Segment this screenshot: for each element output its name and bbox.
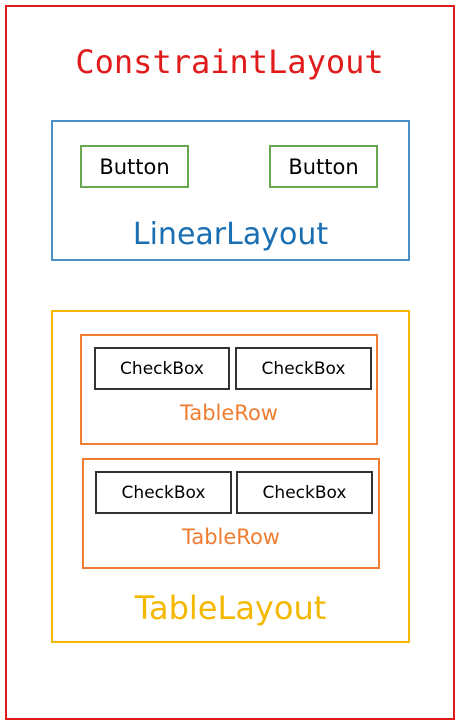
linear-layout-box xyxy=(51,120,410,261)
table-row-box-2 xyxy=(82,458,380,569)
table-layout-box xyxy=(51,310,410,643)
table-row-label-1: TableRow xyxy=(180,401,278,425)
checkbox-1[interactable]: CheckBox xyxy=(94,347,230,390)
table-row-box-1 xyxy=(80,334,378,445)
button-2[interactable]: Button xyxy=(269,145,378,188)
checkbox-4[interactable]: CheckBox xyxy=(236,471,373,514)
checkbox-3[interactable]: CheckBox xyxy=(95,471,232,514)
table-row-label-2: TableRow xyxy=(182,525,280,549)
table-layout-label: TableLayout xyxy=(134,589,327,627)
constraint-layout-label: ConstraintLayout xyxy=(75,43,384,81)
checkbox-2[interactable]: CheckBox xyxy=(235,347,372,390)
button-1[interactable]: Button xyxy=(80,145,189,188)
linear-layout-label: LinearLayout xyxy=(132,217,329,252)
constraint-layout-box xyxy=(5,5,455,720)
